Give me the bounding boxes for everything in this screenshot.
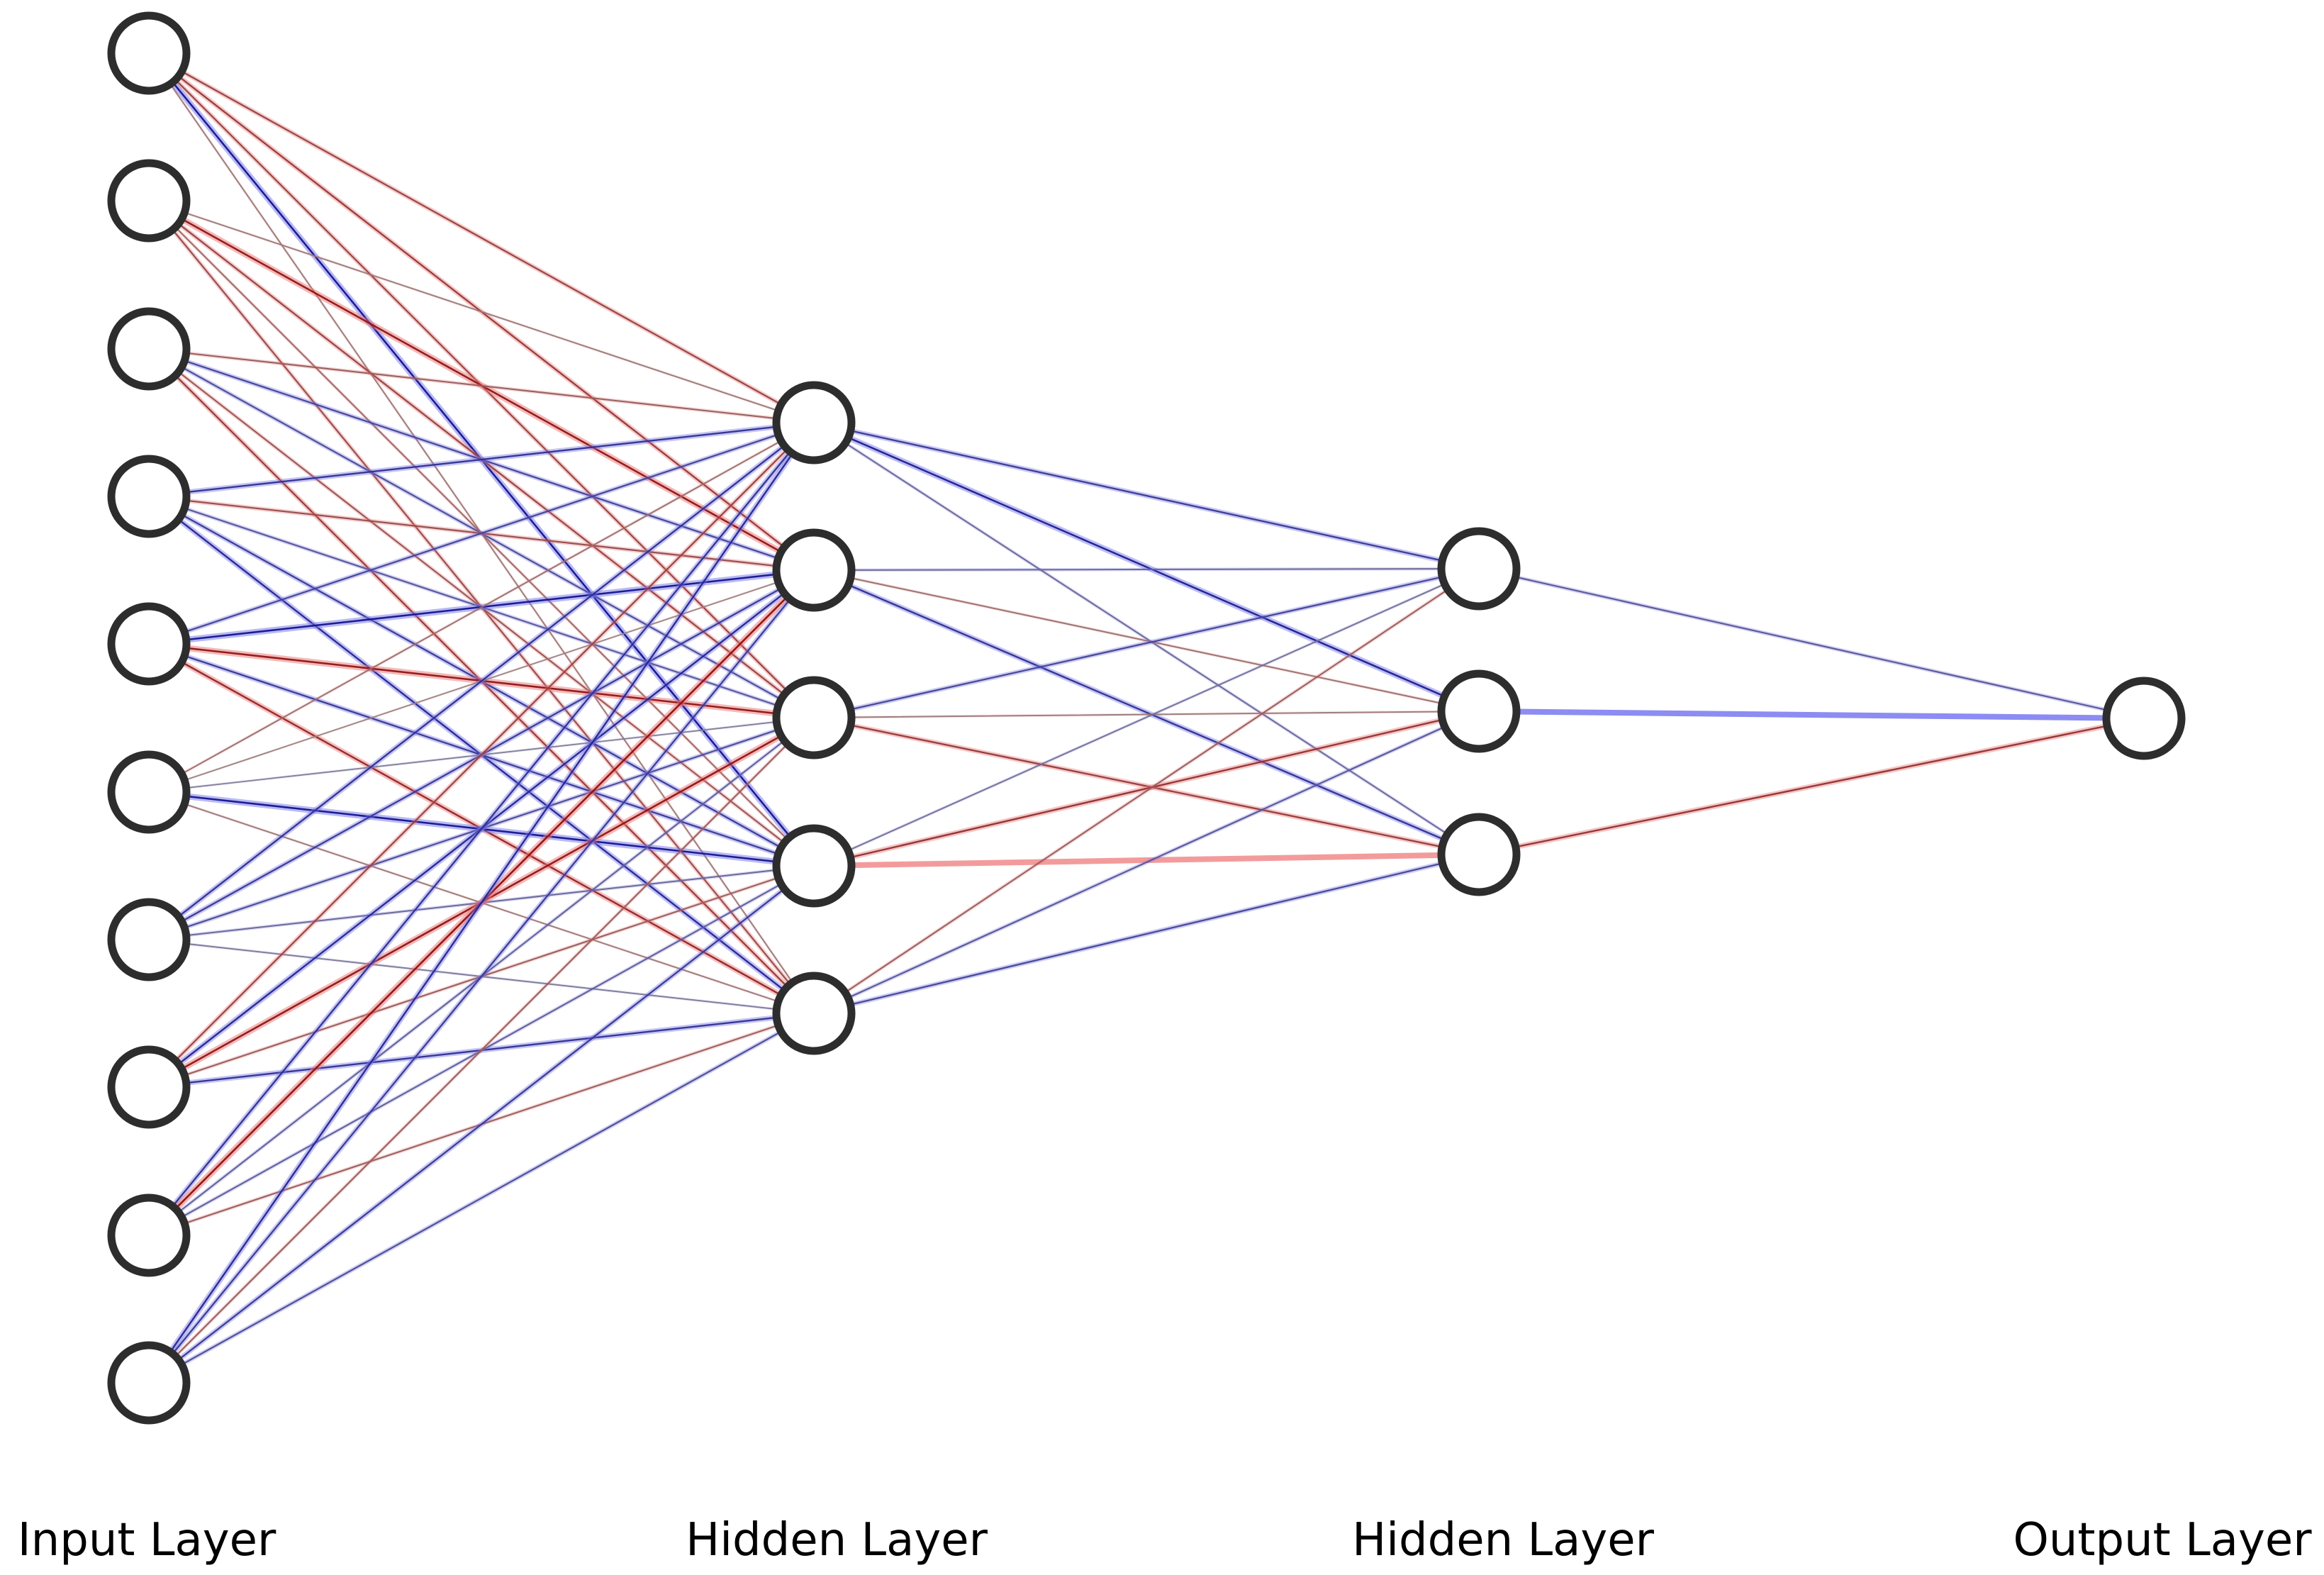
connection-edge-core (813, 422, 1480, 855)
neuron-node-input-layer-10 (107, 1341, 191, 1425)
connection-edge-core (813, 568, 1480, 571)
neuron-node-output-layer-1 (2102, 677, 2186, 760)
connection-edge-core (813, 568, 1480, 867)
neuron-node-input-layer-1 (107, 11, 191, 95)
connection-edge-core (147, 421, 815, 498)
connection-edge-core (812, 567, 1480, 719)
neuron-node-hidden-layer-1-4 (772, 824, 856, 908)
connection-edge-core (147, 864, 815, 1384)
connection-edge-core (813, 569, 1480, 712)
connection-edge-core (812, 710, 1480, 867)
neuron-node-hidden-layer-2-1 (1437, 527, 1521, 611)
connection-edge-core (147, 347, 815, 424)
neuron-node-input-layer-6 (107, 750, 191, 834)
neuron-node-hidden-layer-1-3 (772, 676, 856, 759)
connection-edge-core (813, 711, 1480, 718)
neuron-node-input-layer-4 (107, 455, 191, 538)
connection-edge-core (812, 421, 1480, 713)
connection-edge-core (147, 569, 815, 1384)
connection-edge-solid (811, 852, 1482, 869)
connection-edge-core (147, 421, 815, 1384)
connection-edge-core (148, 422, 815, 793)
connection-edge-core (812, 710, 1480, 1015)
connection-edge-core (812, 421, 1480, 570)
neuron-node-hidden-layer-2-3 (1437, 813, 1521, 896)
neuron-node-input-layer-7 (107, 898, 191, 981)
connection-edge-core (812, 567, 1480, 1015)
neuron-node-hidden-layer-1-5 (772, 972, 856, 1055)
connection-edge-core (147, 52, 815, 424)
output-layer-label: Output Layer (2013, 1514, 2312, 1566)
connection-edge-core (148, 200, 815, 423)
neuron-node-input-layer-2 (107, 159, 191, 243)
connection-edge-core (1477, 717, 2145, 856)
neuron-node-input-layer-9 (107, 1193, 191, 1277)
neuron-node-hidden-layer-1-1 (772, 381, 856, 464)
hidden-layer-2-label: Hidden Layer (1352, 1514, 1654, 1566)
connection-edge-core (147, 421, 815, 1089)
connection-edge-core (147, 421, 815, 1237)
neuron-node-input-layer-5 (107, 602, 191, 686)
input-layer-label: Input Layer (17, 1514, 276, 1566)
connection-edge-core (812, 853, 1480, 1015)
connection-edge-core (812, 716, 1480, 856)
neuron-node-input-layer-8 (107, 1045, 191, 1129)
connection-edge-solid (1476, 708, 2147, 721)
hidden-layer-1-label: Hidden Layer (686, 1514, 988, 1566)
connection-edge-core (147, 1012, 815, 1384)
connection-edge-core (1477, 567, 2145, 720)
neuron-node-input-layer-3 (107, 307, 191, 391)
connection-edge-core (147, 716, 815, 1384)
connection-edge-core (812, 569, 1480, 856)
connection-edge-core (147, 421, 815, 941)
neuron-node-hidden-layer-2-2 (1437, 669, 1521, 753)
connection-edge-core (147, 421, 815, 645)
neuron-node-hidden-layer-1-2 (772, 528, 856, 612)
